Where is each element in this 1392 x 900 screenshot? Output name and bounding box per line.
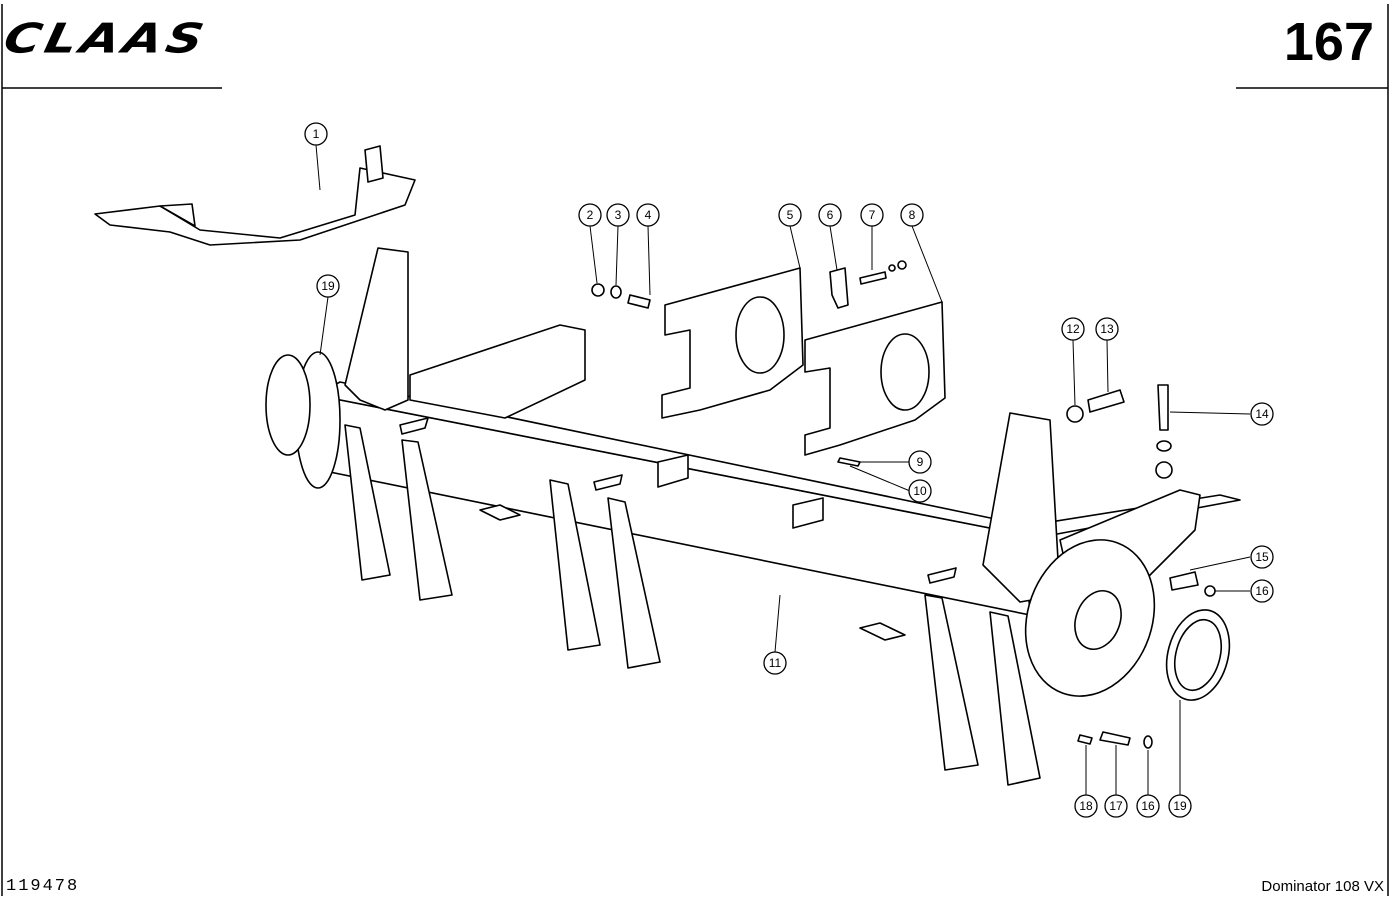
svg-text:7: 7 bbox=[869, 208, 876, 222]
callout-16-upper: 16 bbox=[1250, 579, 1274, 603]
callout-15: 15 bbox=[1250, 545, 1274, 569]
svg-text:18: 18 bbox=[1079, 799, 1093, 813]
svg-text:11: 11 bbox=[769, 656, 782, 670]
cover-plate-part-1 bbox=[94, 145, 416, 246]
callout-19-left: 19 bbox=[316, 274, 340, 298]
callout-12: 12 bbox=[1061, 317, 1085, 341]
callout-16-lower: 16 bbox=[1136, 794, 1160, 818]
callout-10: 10 bbox=[908, 479, 932, 503]
callout-17: 17 bbox=[1104, 794, 1128, 818]
svg-text:9: 9 bbox=[917, 455, 924, 469]
svg-text:8: 8 bbox=[909, 208, 916, 222]
svg-text:2: 2 bbox=[587, 208, 594, 222]
svg-text:3: 3 bbox=[615, 208, 622, 222]
model-name: Dominator 108 VX bbox=[1261, 878, 1384, 895]
svg-text:6: 6 bbox=[827, 208, 834, 222]
svg-text:19: 19 bbox=[1173, 799, 1187, 813]
callout-4: 4 bbox=[636, 203, 660, 227]
svg-text:10: 10 bbox=[913, 484, 927, 498]
svg-text:1: 1 bbox=[313, 127, 320, 141]
mounting-plate-part-8 bbox=[804, 301, 946, 456]
svg-text:15: 15 bbox=[1255, 550, 1269, 564]
drawing-reference-number: 119478 bbox=[6, 877, 80, 896]
svg-text:19: 19 bbox=[321, 279, 335, 293]
svg-text:16: 16 bbox=[1255, 584, 1269, 598]
svg-text:5: 5 bbox=[787, 208, 794, 222]
svg-text:12: 12 bbox=[1066, 322, 1080, 336]
fasteners bbox=[591, 260, 1231, 749]
mounting-plate-part-5 bbox=[661, 267, 804, 419]
callout-5: 5 bbox=[778, 203, 802, 227]
callout-3: 3 bbox=[606, 203, 630, 227]
svg-text:14: 14 bbox=[1255, 407, 1269, 421]
callout-2: 2 bbox=[578, 203, 602, 227]
clip-part-6 bbox=[829, 267, 849, 309]
callout-19-right: 19 bbox=[1168, 794, 1192, 818]
page-number: 167 bbox=[1283, 12, 1374, 72]
callout-13: 13 bbox=[1095, 317, 1119, 341]
main-beam-part-11 bbox=[265, 247, 1241, 786]
callout-7: 7 bbox=[860, 203, 884, 227]
svg-text:16: 16 bbox=[1141, 799, 1155, 813]
callout-8: 8 bbox=[900, 203, 924, 227]
callout-14: 14 bbox=[1250, 402, 1274, 426]
leader-lines bbox=[315, 144, 1251, 795]
frame-lines bbox=[1, 4, 1389, 896]
callout-18: 18 bbox=[1074, 794, 1098, 818]
svg-text:17: 17 bbox=[1109, 799, 1123, 813]
callout-11: 11 bbox=[763, 651, 787, 675]
callout-1: 1 bbox=[304, 122, 328, 146]
svg-text:13: 13 bbox=[1100, 322, 1114, 336]
callout-9: 9 bbox=[908, 450, 932, 474]
svg-text:4: 4 bbox=[645, 208, 652, 222]
callout-6: 6 bbox=[818, 203, 842, 227]
